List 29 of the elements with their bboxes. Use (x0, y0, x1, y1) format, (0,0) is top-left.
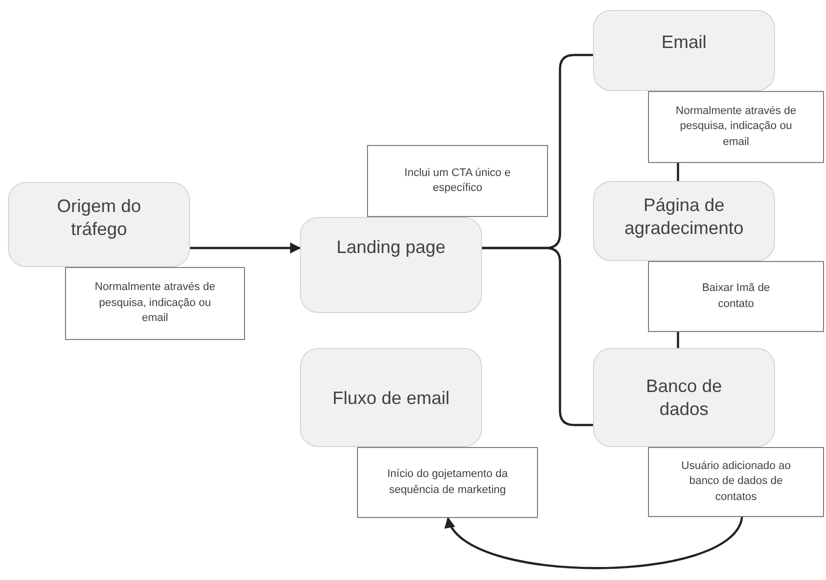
process-box (8, 182, 190, 267)
note-text: Normalmente através de pesquisa, indicação ou email (94, 280, 216, 326)
process-box (300, 217, 482, 313)
note-text: Normalmente através de pesquisa, indicação ou email (674, 104, 798, 150)
connector-line (482, 246, 593, 426)
note-text: Inclui um CTA único e específico (403, 166, 512, 196)
note-box (648, 91, 824, 163)
note-box (648, 447, 824, 517)
step-title: Página de agradecimento (623, 194, 745, 239)
process-box (593, 348, 775, 447)
connector-line (676, 332, 680, 348)
process-box (300, 348, 482, 447)
step-title: Landing page (336, 236, 446, 258)
note-box (367, 145, 548, 217)
step-title: Fluxo de email (332, 387, 450, 410)
note-text: Baixar Imã de contato (701, 281, 771, 312)
process-box (593, 10, 775, 91)
step-title: Banco de dados (644, 375, 724, 420)
step-title: Email (661, 31, 706, 54)
connector-line (676, 163, 680, 181)
process-box (593, 181, 775, 261)
note-box (357, 447, 538, 518)
note-text: Usuário adicionado ao banco de dados de contatos (680, 458, 792, 505)
arrow (190, 242, 302, 254)
note-box (648, 261, 824, 332)
note-text: Início do gojetamento da sequência de marketing (386, 467, 509, 498)
step-title: Origem do tráfego (56, 195, 142, 240)
arrow (447, 516, 743, 570)
note-box (65, 267, 245, 340)
